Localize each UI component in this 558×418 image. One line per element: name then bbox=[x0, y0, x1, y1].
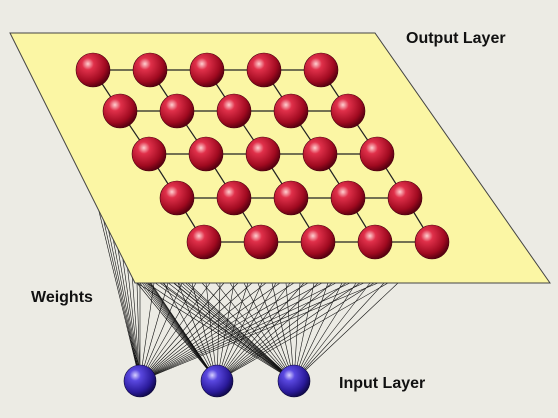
weight-connection bbox=[285, 282, 295, 382]
weight-connection bbox=[293, 282, 329, 382]
output-node bbox=[243, 224, 279, 260]
weight-connection bbox=[139, 282, 253, 382]
weight-connection bbox=[139, 282, 365, 382]
weight-connection bbox=[131, 272, 141, 382]
weight-connection bbox=[216, 282, 291, 382]
weight-connection bbox=[163, 282, 218, 382]
weight-connection bbox=[271, 282, 295, 382]
weight-connection bbox=[216, 282, 333, 382]
weight-connection bbox=[121, 252, 141, 382]
output-node bbox=[330, 180, 366, 216]
weight-connection bbox=[101, 212, 141, 382]
weight-connection bbox=[139, 282, 239, 382]
weight-connection bbox=[131, 272, 218, 382]
output-layer-plane bbox=[9, 32, 551, 284]
weight-connection bbox=[293, 282, 357, 382]
weight-connection bbox=[159, 282, 295, 382]
weight-connection bbox=[216, 282, 249, 382]
weight-connection bbox=[116, 242, 141, 382]
weight-connection bbox=[106, 222, 141, 382]
weight-connection bbox=[126, 262, 141, 382]
input-nodes bbox=[123, 364, 311, 398]
weight-connection bbox=[216, 282, 347, 382]
weight-connection bbox=[293, 282, 315, 382]
weight-connection bbox=[136, 282, 141, 382]
output-node bbox=[132, 52, 168, 88]
weight-connection bbox=[243, 282, 295, 382]
weight-connection bbox=[215, 282, 295, 382]
weight-connection bbox=[139, 282, 295, 382]
weight-connection bbox=[191, 282, 218, 382]
weight-connection bbox=[139, 282, 351, 382]
weight-connection bbox=[131, 272, 295, 382]
output-node bbox=[246, 52, 282, 88]
input-node bbox=[200, 364, 234, 398]
weight-connection bbox=[216, 282, 235, 382]
weight-connection bbox=[216, 282, 319, 382]
output-node bbox=[303, 52, 339, 88]
weight-connection bbox=[216, 282, 221, 382]
input-layer-label: Input Layer bbox=[339, 375, 426, 392]
weight-connection bbox=[139, 282, 183, 382]
output-node bbox=[189, 52, 225, 88]
weight-connection bbox=[216, 282, 305, 382]
input-node bbox=[277, 364, 311, 398]
output-node bbox=[186, 224, 222, 260]
weight-connection bbox=[293, 282, 343, 382]
output-node bbox=[245, 136, 281, 172]
output-node bbox=[102, 93, 138, 129]
output-node bbox=[302, 136, 338, 172]
weights-label: Weights bbox=[31, 289, 93, 306]
weight-connection bbox=[216, 282, 375, 382]
weight-connection bbox=[149, 282, 218, 382]
weight-connection bbox=[136, 282, 218, 382]
weight-connection bbox=[139, 282, 267, 382]
output-layer-label: Output Layer bbox=[406, 30, 506, 47]
output-node bbox=[414, 224, 450, 260]
weight-connection bbox=[293, 282, 301, 382]
weight-connection bbox=[201, 282, 295, 382]
output-nodes bbox=[75, 52, 450, 260]
weight-connection bbox=[111, 232, 141, 382]
output-node bbox=[75, 52, 111, 88]
input-node bbox=[123, 364, 157, 398]
weight-connection bbox=[205, 282, 218, 382]
weight-connection bbox=[216, 282, 389, 382]
weight-connection bbox=[139, 282, 197, 382]
output-node bbox=[159, 93, 195, 129]
weight-connection bbox=[216, 282, 277, 382]
weight-connection bbox=[257, 282, 295, 382]
output-node bbox=[188, 136, 224, 172]
weight-connections-below bbox=[96, 202, 399, 382]
weight-connection bbox=[139, 282, 281, 382]
weight-connection bbox=[173, 282, 295, 382]
output-node bbox=[273, 180, 309, 216]
weight-connection bbox=[187, 282, 295, 382]
output-node bbox=[273, 93, 309, 129]
weight-connection bbox=[139, 282, 211, 382]
output-node bbox=[387, 180, 423, 216]
weight-connection bbox=[139, 282, 309, 382]
output-node bbox=[300, 224, 336, 260]
output-node bbox=[330, 93, 366, 129]
weight-connection bbox=[96, 202, 141, 382]
output-node bbox=[216, 93, 252, 129]
weight-connection bbox=[293, 282, 371, 382]
weight-connection bbox=[136, 282, 295, 382]
weight-connection bbox=[139, 282, 379, 382]
weight-connection bbox=[293, 282, 399, 382]
weight-connection bbox=[216, 282, 361, 382]
weight-connection bbox=[229, 282, 295, 382]
output-node bbox=[357, 224, 393, 260]
output-node bbox=[159, 180, 195, 216]
output-node bbox=[359, 136, 395, 172]
output-node bbox=[216, 180, 252, 216]
output-node bbox=[131, 136, 167, 172]
weight-connection bbox=[293, 282, 385, 382]
weight-connection bbox=[139, 282, 155, 382]
